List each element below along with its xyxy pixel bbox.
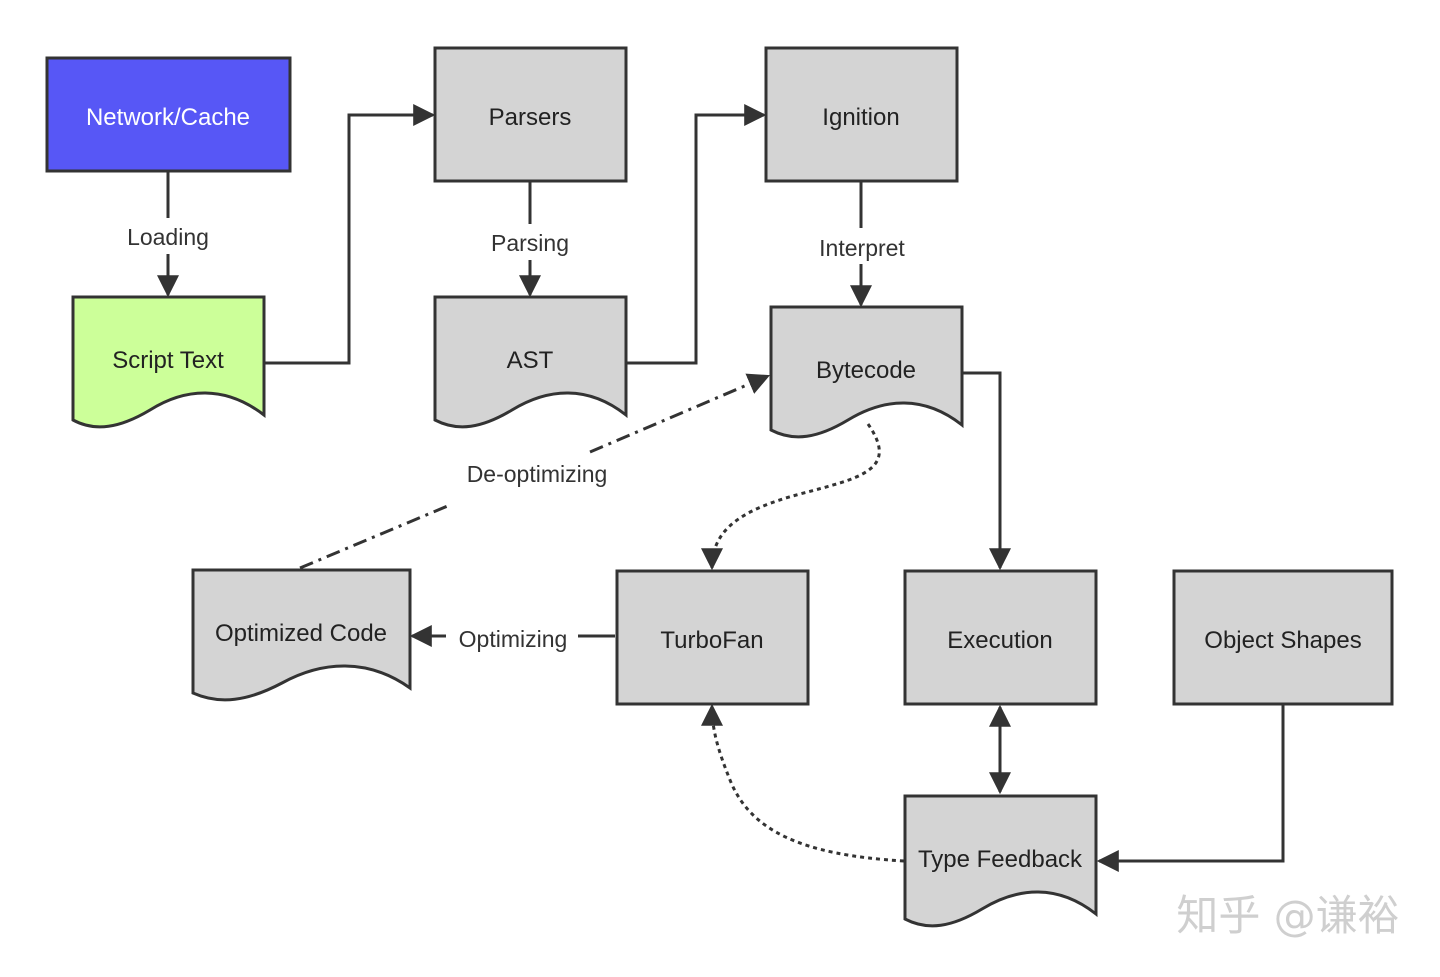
edge-deoptimizing: De-optimizing — [299, 373, 771, 570]
node-label-bytecode: Bytecode — [816, 357, 916, 384]
edge-label-deoptimizing: De-optimizing — [467, 461, 608, 487]
edge-loading: Loading — [127, 172, 209, 298]
node-label-type-feedback: Type Feedback — [918, 846, 1083, 873]
edge-ast-to-ignition — [627, 104, 767, 365]
node-label-execution: Execution — [947, 627, 1052, 654]
edge-bytecode-to-turbofan — [701, 423, 881, 571]
node-script-text: Script Text — [71, 295, 266, 429]
node-optimized-code: Optimized Code — [191, 568, 412, 702]
node-parsers: Parsers — [433, 46, 628, 183]
node-label-optimized-code: Optimized Code — [215, 620, 387, 647]
edge-label-loading: Loading — [127, 224, 209, 250]
watermark-text: 知乎 @谦裕 — [1176, 891, 1399, 940]
edge-label-interpret: Interpret — [819, 235, 905, 261]
node-label-ast: AST — [507, 347, 554, 374]
edge-label-optimizing: Optimizing — [459, 626, 568, 652]
edge-parsing: Parsing — [491, 182, 569, 298]
edge-object-shapes-to-type-feedback — [1096, 704, 1285, 872]
node-label-parsers: Parsers — [489, 104, 572, 131]
edge-optimizing: Optimizing — [409, 625, 615, 652]
edge-script-to-parsers — [265, 104, 436, 365]
node-bytecode: Bytecode — [769, 305, 964, 439]
node-type-feedback: Type Feedback — [903, 794, 1098, 928]
edge-interpret: Interpret — [819, 182, 905, 308]
edge-type-feedback-to-turbofan — [701, 703, 905, 863]
edge-label-parsing: Parsing — [491, 230, 569, 256]
node-execution: Execution — [903, 569, 1098, 706]
node-ignition: Ignition — [764, 46, 959, 183]
node-label-turbofan: TurboFan — [660, 627, 763, 654]
node-label-object-shapes: Object Shapes — [1204, 627, 1361, 654]
node-network-cache: Network/Cache — [45, 56, 292, 173]
node-turbofan: TurboFan — [615, 569, 810, 706]
node-label-ignition: Ignition — [822, 104, 899, 131]
edge-bytecode-to-execution — [962, 371, 1011, 571]
node-object-shapes: Object Shapes — [1172, 569, 1394, 706]
node-label-network-cache: Network/Cache — [86, 104, 250, 131]
node-label-script-text: Script Text — [112, 347, 224, 374]
node-ast: AST — [433, 295, 628, 429]
